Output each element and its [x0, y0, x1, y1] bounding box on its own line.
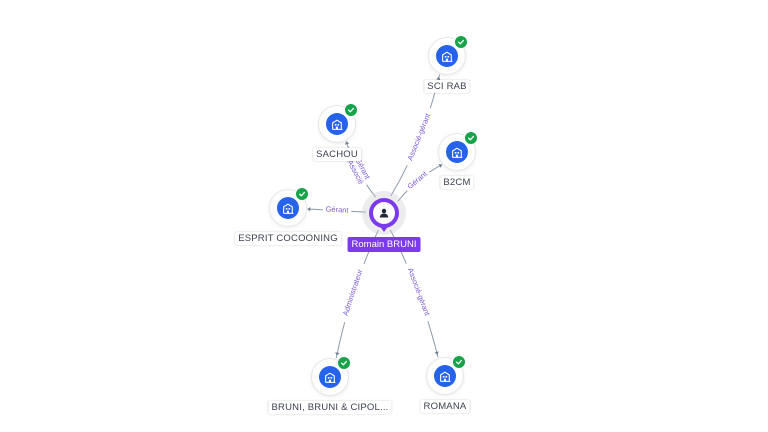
verified-check-icon: [454, 35, 468, 49]
verified-check-icon: [337, 356, 351, 370]
company-building-icon: [277, 197, 299, 219]
company-circle[interactable]: [270, 187, 309, 226]
edge-label-esprit-cocooning: Gérant: [322, 204, 352, 215]
company-building-icon: [326, 113, 348, 135]
relation-role-label: Gérant: [325, 204, 349, 214]
edge-label-sci-rab: Associé-gérant: [403, 106, 434, 167]
company-building-icon: [436, 45, 458, 67]
verified-check-icon: [295, 187, 309, 201]
relation-role-label: Associé-gérant: [405, 111, 432, 162]
edge-label-bg: [403, 106, 434, 167]
company-name-label[interactable]: B2CM: [440, 176, 474, 189]
edge-label-bg: [404, 261, 434, 322]
verified-check-icon: [452, 355, 466, 369]
company-name-label[interactable]: ESPRIT COCOONING: [235, 232, 341, 245]
arrow-b2cm: [438, 164, 443, 168]
company-name-label[interactable]: SACHOU: [313, 148, 361, 161]
relation-role-label: Associé-gérant: [406, 267, 432, 318]
pin-tip: [379, 225, 389, 232]
company-building-icon: [446, 141, 468, 163]
company-name-label[interactable]: ROMANA: [420, 400, 470, 413]
company-circle[interactable]: [429, 35, 468, 74]
arrow-bruni-bruni-cipol: [335, 352, 340, 356]
edge-label-romana: Associé-gérant: [404, 261, 434, 322]
edge-label-bg: [352, 153, 373, 183]
person-pin[interactable]: [369, 198, 399, 228]
person-icon: [373, 202, 395, 224]
company-name-label[interactable]: SCI RAB: [424, 80, 470, 93]
arrow-sachou: [345, 141, 350, 145]
company-name-label[interactable]: BRUNI, BRUNI & CIPOL...: [268, 401, 392, 414]
company-circle[interactable]: [312, 356, 351, 395]
company-circle[interactable]: [427, 355, 466, 394]
verified-check-icon: [464, 131, 478, 145]
arrow-esprit-cocooning: [307, 206, 311, 212]
edge-label-bg: [344, 155, 367, 189]
edge-label-bg: [403, 167, 431, 193]
edge-label-b2cm: Gérant: [403, 167, 431, 193]
company-circle[interactable]: [439, 131, 478, 170]
relation-role-label: Administrateur: [341, 268, 365, 317]
arrow-sci-rab: [436, 76, 441, 81]
company-building-icon: [434, 365, 456, 387]
edge-label-bruni-bruni-cipol: Administrateur: [339, 262, 366, 323]
company-building-icon: [319, 366, 341, 388]
verified-check-icon: [344, 103, 358, 117]
edge-label-bg: [322, 204, 352, 215]
company-circle[interactable]: [319, 103, 358, 142]
edge-label-bg: [339, 262, 366, 323]
person-name-label[interactable]: Romain BRUNI: [347, 237, 421, 252]
arrow-romana: [434, 351, 439, 355]
